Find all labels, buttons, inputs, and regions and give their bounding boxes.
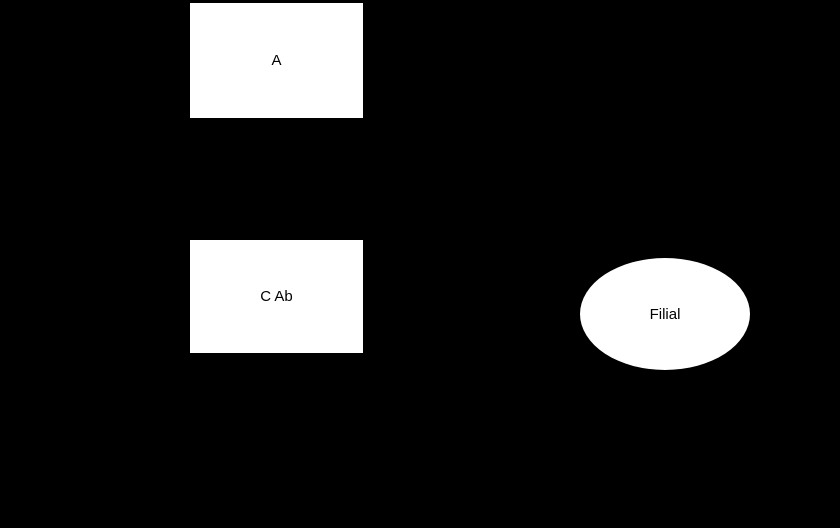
node-filial-label: Filial [649, 305, 681, 323]
node-a[interactable]: A [190, 3, 363, 118]
node-c-ab[interactable]: C Ab [190, 240, 363, 353]
node-filial[interactable]: Filial [580, 258, 750, 370]
node-a-label: A [271, 52, 282, 69]
node-c-ab-label: C Ab [260, 288, 293, 305]
